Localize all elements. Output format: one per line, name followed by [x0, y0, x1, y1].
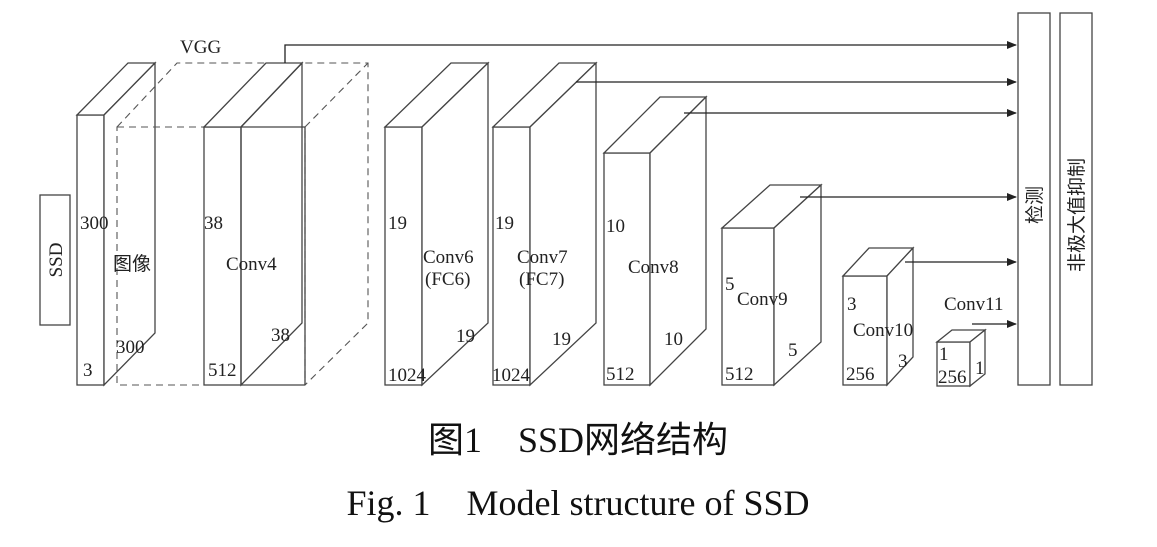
- conv6-channel-label: 1024: [388, 365, 427, 386]
- conv11-height-label: 1: [975, 358, 985, 379]
- conv4-channel-label: 512: [208, 360, 237, 381]
- conv8-height-label: 10: [664, 329, 683, 350]
- image-channel-label: 3: [83, 360, 93, 381]
- conv6-block: [383, 61, 490, 387]
- conv11-block: [935, 328, 987, 388]
- conv4-width-label: 38: [204, 213, 223, 234]
- figure-caption-chinese: 图1 SSD网络结构: [428, 420, 728, 460]
- image-height-label: 300: [116, 337, 145, 358]
- image-width-label: 300: [80, 213, 109, 234]
- conv7-width-label: 19: [495, 213, 514, 234]
- conv9-block: [720, 183, 823, 387]
- conv7-channel-label: 1024: [492, 365, 531, 386]
- conv6-fc-label: (FC6): [425, 269, 470, 290]
- image-label: 图像: [113, 253, 151, 275]
- conv10-height-label: 3: [898, 351, 908, 372]
- conv8-label: Conv8: [628, 257, 679, 278]
- detection-bar: 检测: [1017, 12, 1051, 386]
- conv11-width-label: 1: [939, 344, 949, 365]
- arrow-conv4: [284, 41, 1017, 63]
- conv4-block: [202, 61, 306, 387]
- detection-label: 检测: [1024, 186, 1046, 224]
- conv8-block: [602, 95, 708, 387]
- figure-caption-english: Fig. 1 Model structure of SSD: [347, 483, 810, 523]
- conv4-height-label: 38: [271, 325, 290, 346]
- conv10-width-label: 3: [847, 294, 857, 315]
- conv9-width-label: 5: [725, 274, 735, 295]
- conv11-label: Conv11: [944, 294, 1003, 315]
- conv8-channel-label: 512: [606, 364, 635, 385]
- conv10-block: [841, 246, 915, 387]
- conv6-label: Conv6: [423, 247, 474, 268]
- conv7-label: Conv7: [517, 247, 568, 268]
- ssd-box: SSD: [39, 194, 71, 326]
- conv9-label: Conv9: [737, 289, 788, 310]
- nms-bar: 非极大值抑制: [1059, 12, 1093, 386]
- conv9-channel-label: 512: [725, 364, 754, 385]
- conv6-height-label: 19: [456, 326, 475, 347]
- ssd-label: SSD: [46, 243, 67, 278]
- conv9-height-label: 5: [788, 340, 798, 361]
- conv7-block: [491, 61, 598, 387]
- nms-label: 非极大值抑制: [1066, 158, 1088, 272]
- conv7-height-label: 19: [552, 329, 571, 350]
- conv6-width-label: 19: [388, 213, 407, 234]
- conv10-label: Conv10: [853, 320, 913, 341]
- conv4-label: Conv4: [226, 254, 277, 275]
- conv8-width-label: 10: [606, 216, 625, 237]
- conv7-fc-label: (FC7): [519, 269, 564, 290]
- conv10-channel-label: 256: [846, 364, 875, 385]
- vgg-label: VGG: [180, 37, 221, 58]
- feature-arrows: [284, 41, 1017, 328]
- conv11-channel-label: 256: [938, 367, 967, 388]
